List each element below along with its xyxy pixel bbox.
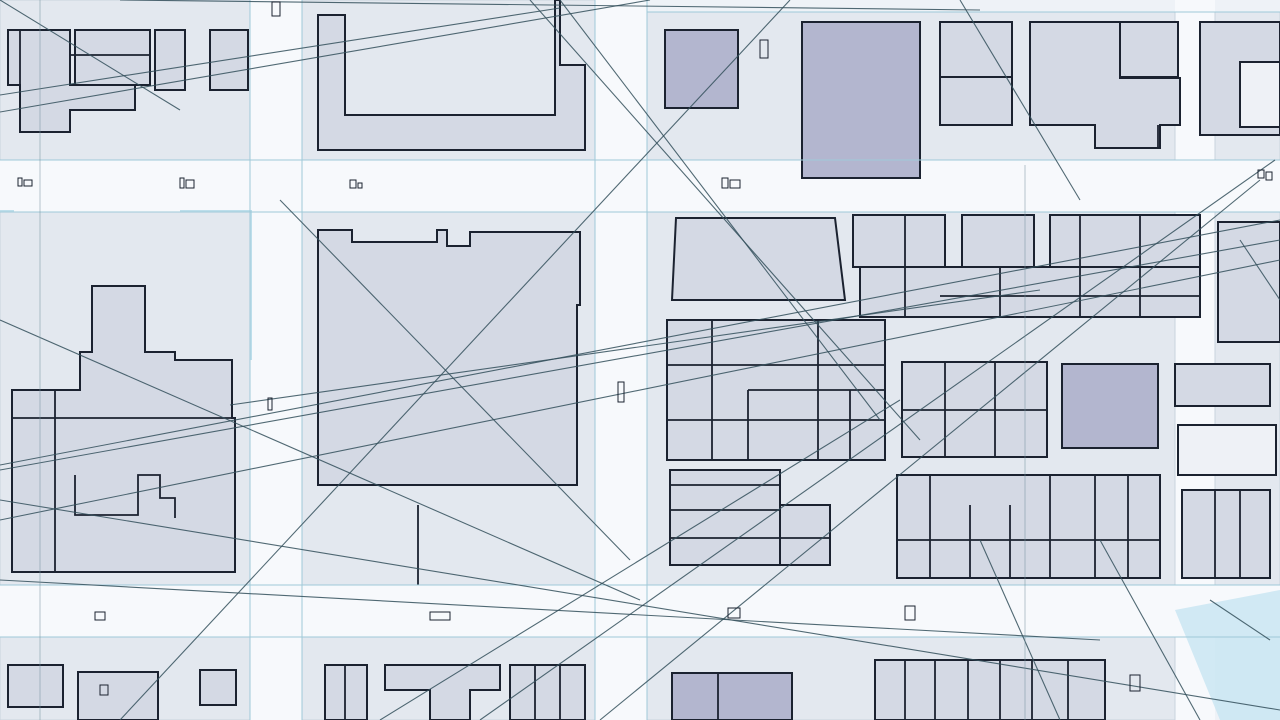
cable-line <box>119 0 791 720</box>
cable-line <box>599 179 1261 720</box>
building <box>199 669 237 706</box>
cable-line <box>0 259 1280 521</box>
building <box>317 0 586 151</box>
parcel-line <box>74 474 176 518</box>
map-marker-glyph <box>349 179 363 189</box>
map-marker-glyph <box>617 381 625 403</box>
cable-line <box>0 0 181 111</box>
cable-line <box>959 0 1081 201</box>
building <box>671 672 793 720</box>
map-marker-glyph <box>904 605 916 621</box>
building <box>154 29 186 91</box>
cable-line <box>1209 599 1271 641</box>
building <box>859 266 1201 318</box>
building <box>896 474 1161 579</box>
map-marker-glyph <box>1129 674 1141 692</box>
building <box>1217 221 1280 343</box>
cable-line <box>559 0 881 421</box>
cable-line <box>379 399 901 720</box>
building <box>1239 61 1280 128</box>
map-marker-glyph <box>429 611 451 621</box>
building <box>939 76 1013 126</box>
map-marker-glyph <box>1257 169 1273 181</box>
building <box>961 214 1035 268</box>
cable-line <box>119 0 981 11</box>
map-marker-glyph <box>99 684 109 696</box>
building-subdivisions <box>12 30 1241 720</box>
building <box>1119 21 1179 78</box>
building <box>1181 489 1271 579</box>
building <box>939 21 1013 78</box>
building <box>77 671 159 720</box>
building <box>852 214 946 268</box>
building <box>1174 363 1271 407</box>
building <box>801 21 921 179</box>
cable-line <box>229 289 1041 406</box>
building <box>317 229 581 486</box>
building <box>779 504 831 566</box>
building <box>209 29 249 91</box>
cable-line <box>0 0 651 113</box>
cable-line <box>0 7 561 96</box>
cable-line <box>1239 239 1280 301</box>
cable-line <box>1099 539 1201 720</box>
map-markers <box>17 1 1273 696</box>
building <box>1061 363 1159 449</box>
map-marker-glyph <box>727 607 741 619</box>
street-vertical <box>595 0 647 720</box>
building <box>7 664 64 708</box>
building <box>874 659 1106 720</box>
map-marker-glyph <box>17 177 33 187</box>
cable-line <box>0 319 641 601</box>
cable-line <box>979 539 1061 720</box>
cable-line <box>279 199 631 561</box>
cable-line <box>479 159 1276 720</box>
cable-line <box>529 0 921 441</box>
building <box>670 217 847 301</box>
map-marker-glyph <box>271 1 281 17</box>
building <box>509 664 586 720</box>
cable-line <box>0 219 1280 466</box>
street-vertical <box>250 0 302 720</box>
cable-line <box>0 239 1280 471</box>
map-marker-glyph <box>94 611 106 621</box>
building <box>1177 424 1277 476</box>
cable-line <box>0 499 1280 711</box>
building <box>324 664 368 720</box>
map-marker-glyph <box>179 177 195 189</box>
map-marker-glyph <box>721 177 741 189</box>
building <box>664 29 739 109</box>
building <box>74 29 151 86</box>
water-basin-southeast <box>1175 590 1280 720</box>
cable-line <box>0 579 1101 641</box>
building <box>384 664 501 720</box>
map-marker-glyph <box>759 39 769 59</box>
map-marker-glyph <box>267 397 273 411</box>
